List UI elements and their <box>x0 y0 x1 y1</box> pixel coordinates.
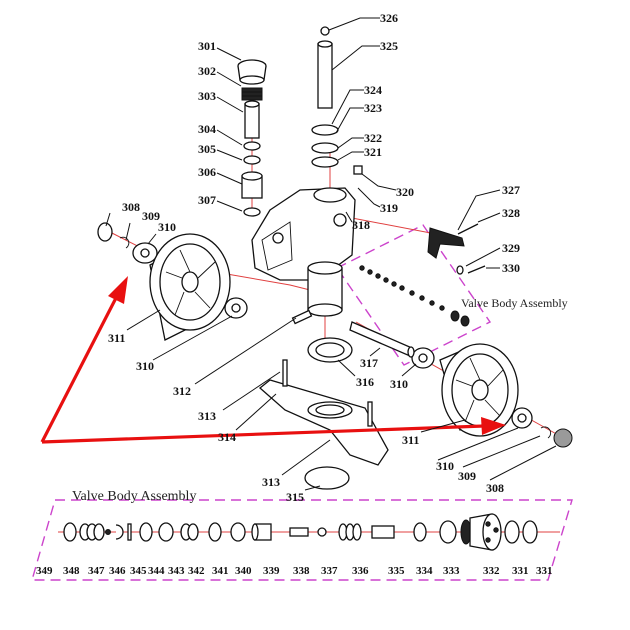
part-label-340: 340 <box>235 565 252 577</box>
part-label-320: 320 <box>396 185 414 199</box>
part-label-313-upper: 313 <box>198 409 216 423</box>
part-label-331-left: 331 <box>512 565 529 577</box>
part-label-308-right: 308 <box>486 481 504 495</box>
part-label-309-right: 309 <box>458 469 476 483</box>
part-label-341: 341 <box>212 565 229 577</box>
part-label-317: 317 <box>360 356 378 370</box>
part-label-333: 333 <box>443 565 460 577</box>
part-label-321: 321 <box>364 145 382 159</box>
part-label-305: 305 <box>198 142 216 156</box>
part-label-326: 326 <box>380 11 398 25</box>
part-label-325: 325 <box>380 39 398 53</box>
part-label-310-left-top: 310 <box>158 220 176 234</box>
valve-body-parts-upper <box>359 265 470 327</box>
part-label-310-left-bottom: 310 <box>136 359 154 373</box>
pump-housing <box>251 187 356 317</box>
part-label-349: 349 <box>36 565 53 577</box>
annotation-arrows <box>40 276 506 444</box>
part-label-312: 312 <box>173 384 191 398</box>
part-label-302: 302 <box>198 64 216 78</box>
arrow-line <box>41 424 485 444</box>
part-label-345: 345 <box>130 565 147 577</box>
part-label-307: 307 <box>198 193 216 207</box>
arrow-line <box>40 295 119 443</box>
valve-body-title-lower: Valve Body Assembly <box>72 489 196 504</box>
part-label-311-right: 311 <box>402 433 419 447</box>
left-wheel <box>97 222 248 341</box>
part-label-330: 330 <box>502 261 520 275</box>
part-label-335: 335 <box>388 565 405 577</box>
part-labels: 326 325 324 323 322 321 320 319 318 301 … <box>36 11 553 577</box>
part-label-344: 344 <box>148 565 165 577</box>
right-wheel <box>411 343 573 448</box>
part-label-318: 318 <box>352 218 370 232</box>
part-label-323: 323 <box>364 101 382 115</box>
valve-body-parts-lower <box>63 513 538 551</box>
part-label-306: 306 <box>198 165 216 179</box>
part-label-313-lower: 313 <box>262 475 280 489</box>
part-label-336: 336 <box>352 565 369 577</box>
part-label-322: 322 <box>364 131 382 145</box>
axle-parts <box>291 309 415 363</box>
part-label-314: 314 <box>218 430 236 444</box>
valve-body-box-upper <box>335 224 492 366</box>
part-label-338: 338 <box>293 565 310 577</box>
part-label-328: 328 <box>502 206 520 220</box>
part-label-319: 319 <box>380 201 398 215</box>
part-label-304: 304 <box>198 122 216 136</box>
part-label-329: 329 <box>502 241 520 255</box>
part-label-339: 339 <box>263 565 280 577</box>
part-label-309-left: 309 <box>142 209 160 223</box>
part-label-347: 347 <box>88 565 105 577</box>
arrow-head-right-wheel <box>481 417 506 435</box>
part-label-342: 342 <box>188 565 205 577</box>
pump-piston-stack <box>237 59 267 217</box>
part-label-315: 315 <box>286 490 304 504</box>
valve-body-box-lower <box>31 499 573 581</box>
part-label-331-right: 331 <box>536 565 553 577</box>
part-label-310-right-bottom: 310 <box>436 459 454 473</box>
part-label-327: 327 <box>502 183 520 197</box>
part-label-316: 316 <box>356 375 374 389</box>
part-label-303: 303 <box>198 89 216 103</box>
part-label-337: 337 <box>321 565 338 577</box>
part-label-310-right-top: 310 <box>390 377 408 391</box>
release-lever <box>427 223 486 275</box>
part-label-346: 346 <box>109 565 126 577</box>
part-label-334: 334 <box>416 565 433 577</box>
part-label-311-left: 311 <box>108 331 125 345</box>
valve-body-title-upper: Valve Body Assembly <box>461 296 568 310</box>
part-label-324: 324 <box>364 83 382 97</box>
part-label-308-left: 308 <box>122 200 140 214</box>
leader-lines <box>105 17 557 491</box>
arrow-head-left-wheel <box>108 276 128 304</box>
part-label-348: 348 <box>63 565 80 577</box>
lift-frame <box>258 359 389 490</box>
ram-assembly <box>311 26 363 175</box>
part-label-301: 301 <box>198 39 216 53</box>
part-label-332: 332 <box>483 565 500 577</box>
part-label-343: 343 <box>168 565 185 577</box>
